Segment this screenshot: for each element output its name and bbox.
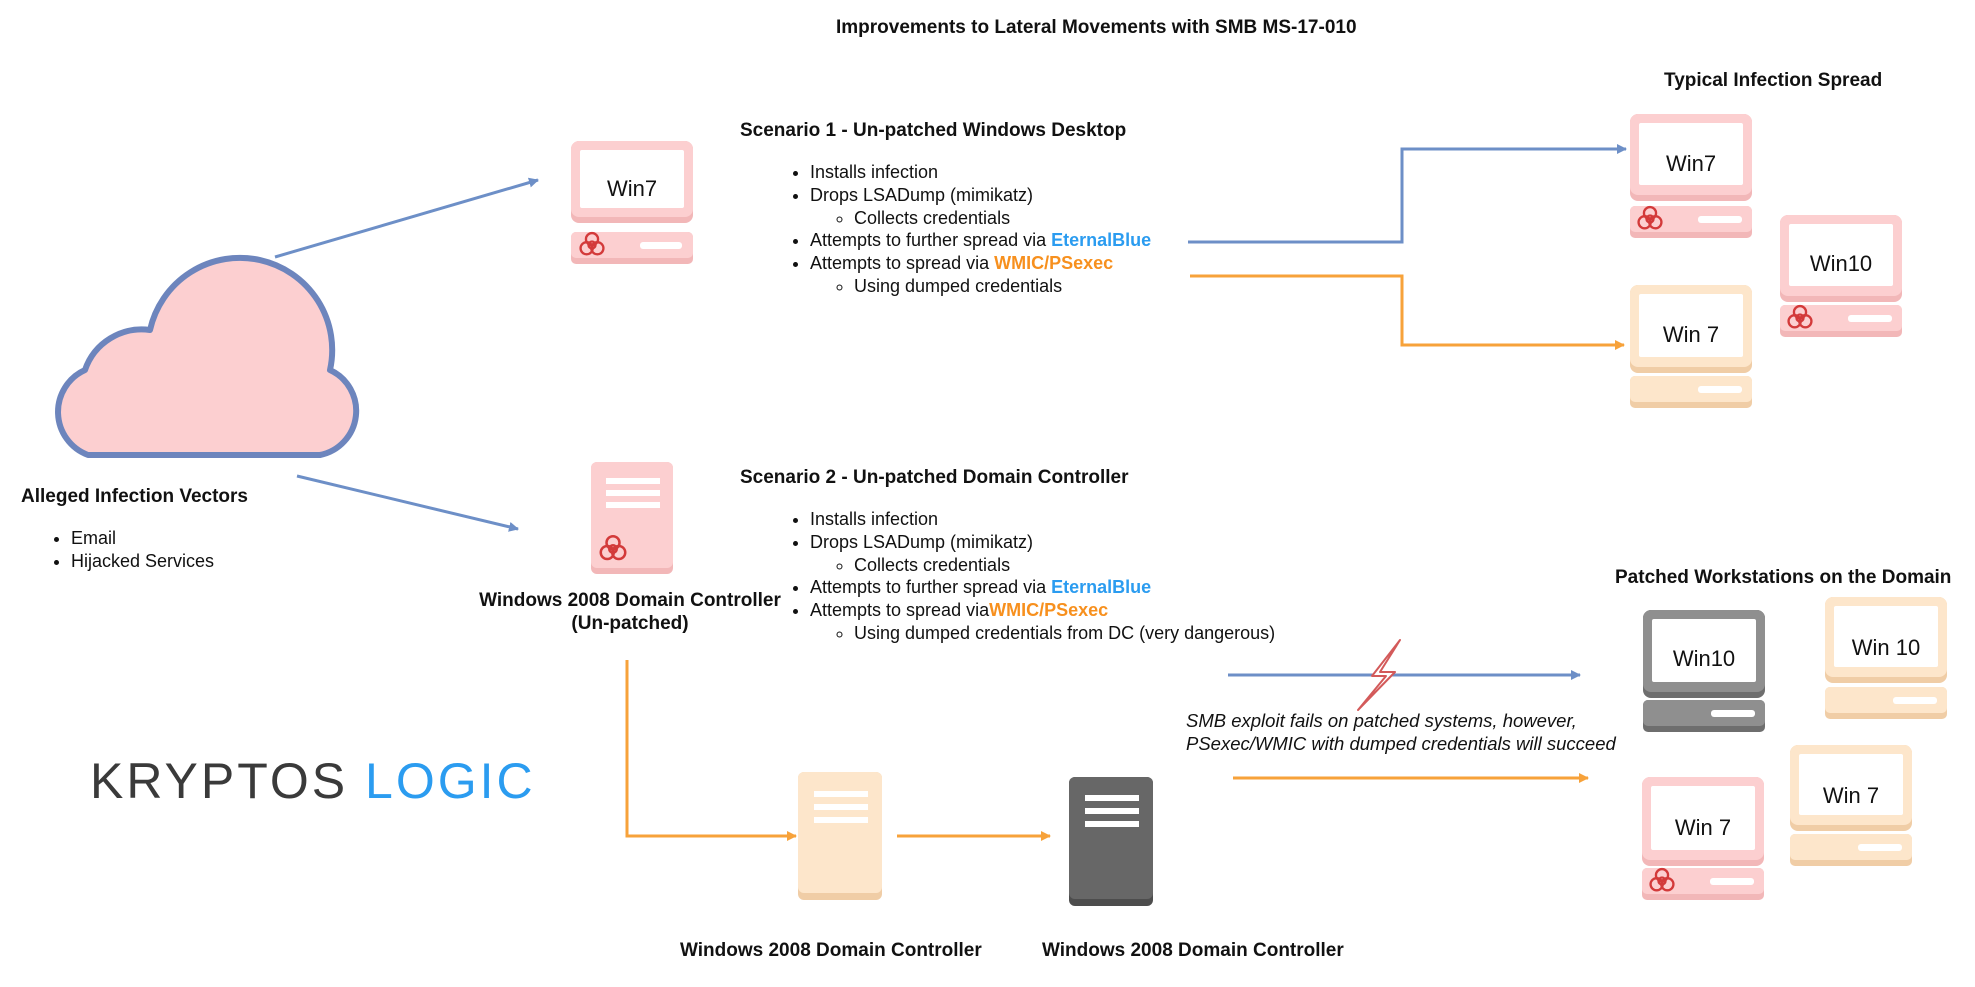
arrow-cloud-to-win7: [274, 177, 539, 259]
arrow-dc-to-dc2: [625, 660, 797, 841]
server-dc-2: [798, 772, 882, 900]
scenario1-eternal-prefix: Attempts to further spread via: [810, 230, 1052, 251]
label-patched-win10: Win10: [1672, 646, 1736, 671]
scenario1-using: Using dumped credentials: [854, 275, 1151, 298]
vectors-heading: Alleged Infection Vectors: [21, 486, 248, 507]
scenario2-heading: Scenario 2 - Un-patched Domain Controlle…: [740, 467, 1129, 488]
dc-bottom2-label: Windows 2008 Domain Controller: [1042, 940, 1344, 961]
logo-part2: LOGIC: [365, 753, 536, 809]
wmic-label: WMIC/PSexec: [989, 600, 1109, 621]
scenario2-drops-text: Drops LSADump (mimikatz): [810, 531, 1034, 552]
computer-patched-win10-clean: [1825, 597, 1947, 719]
scenario2-wmic: Attempts to spread viaWMIC/PSexec Using …: [810, 599, 1275, 645]
scenario2-using: Using dumped credentials from DC (very d…: [854, 622, 1275, 645]
computer-typical-win7-clean: [1630, 285, 1752, 408]
eternalblue-label: EternalBlue: [1051, 577, 1152, 598]
smb-note-line1: SMB exploit fails on patched systems, ho…: [1186, 710, 1577, 731]
computer-patched-win7-infected: [1642, 777, 1764, 900]
scenario1-drops-text: Drops LSADump (mimikatz): [810, 184, 1034, 205]
scenario1-collects: Collects credentials: [854, 207, 1151, 230]
server-dc-3: [1069, 777, 1153, 906]
label-s1-win7: Win7: [606, 176, 658, 201]
arrow-eternalblue-to-win7: [1188, 144, 1627, 244]
vector-item: Email: [71, 527, 214, 550]
scenario1-drops: Drops LSADump (mimikatz) Collects creden…: [810, 184, 1151, 230]
eternalblue-label: EternalBlue: [1051, 230, 1152, 251]
scenario1-list: Installs infection Drops LSADump (mimika…: [764, 161, 1151, 298]
arrow-cloud-to-dc: [296, 474, 519, 532]
diagram-title: Improvements to Lateral Movements with S…: [836, 17, 1357, 38]
wmic-label: WMIC/PSexec: [994, 253, 1114, 274]
scenario1-install: Installs infection: [810, 161, 1151, 184]
scenario2-drops: Drops LSADump (mimikatz) Collects creden…: [810, 531, 1275, 577]
label-typical-win7-clean: Win 7: [1662, 322, 1720, 347]
dc-unpatched-line1: Windows 2008 Domain Controller: [479, 590, 781, 611]
server-dc-unpatched: [591, 462, 673, 574]
computer-typical-win7: [1630, 114, 1752, 238]
scenario1-eternal: Attempts to further spread via EternalBl…: [810, 229, 1151, 252]
computer-s1-win7: [571, 141, 693, 264]
scenario1-wmic-prefix: Attempts to spread via: [810, 253, 995, 274]
dc-unpatched-line2: (Un-patched): [571, 613, 689, 634]
label-patched-win7-infected: Win 7: [1674, 815, 1732, 840]
smb-note-line2: PSexec/WMIC with dumped credentials will…: [1186, 733, 1616, 754]
scenario2-collects: Collects credentials: [854, 554, 1275, 577]
scenario2-eternal-prefix: Attempts to further spread via: [810, 577, 1052, 598]
kryptos-logic-logo: KRYPTOS LOGIC: [90, 752, 536, 810]
label-patched-win7-clean: Win 7: [1822, 783, 1880, 808]
scenario2-list: Installs infection Drops LSADump (mimika…: [764, 508, 1275, 645]
dc-unpatched-label: Windows 2008 Domain Controller (Un-patch…: [470, 589, 790, 635]
scenario1-heading: Scenario 1 - Un-patched Windows Desktop: [740, 120, 1127, 141]
smb-note: SMB exploit fails on patched systems, ho…: [1186, 709, 1616, 755]
scenario2-install: Installs infection: [810, 508, 1275, 531]
lightning-icon: [1357, 639, 1401, 711]
typical-heading: Typical Infection Spread: [1664, 70, 1883, 91]
patched-heading: Patched Workstations on the Domain: [1615, 567, 1952, 588]
cloud-icon: [55, 254, 360, 458]
scenario2-wmic-prefix: Attempts to spread via: [810, 600, 990, 621]
computer-typical-win10: [1780, 215, 1902, 337]
arrow-wmic-to-win7: [1190, 274, 1625, 350]
dc-bottom1-label: Windows 2008 Domain Controller: [680, 940, 982, 961]
scenario1-wmic: Attempts to spread via WMIC/PSexec Using…: [810, 252, 1151, 298]
label-typical-win7: Win7: [1665, 151, 1717, 176]
computer-patched-win7-clean: [1790, 745, 1912, 866]
computer-patched-win10: [1643, 610, 1765, 732]
scenario2-eternal: Attempts to further spread via EternalBl…: [810, 576, 1275, 599]
logo-part1: KRYPTOS: [90, 753, 349, 809]
label-patched-win10-clean: Win 10: [1851, 635, 1921, 660]
label-typical-win10: Win10: [1809, 251, 1873, 276]
vectors-list: Email Hijacked Services: [21, 527, 214, 573]
vector-item: Hijacked Services: [71, 550, 214, 573]
